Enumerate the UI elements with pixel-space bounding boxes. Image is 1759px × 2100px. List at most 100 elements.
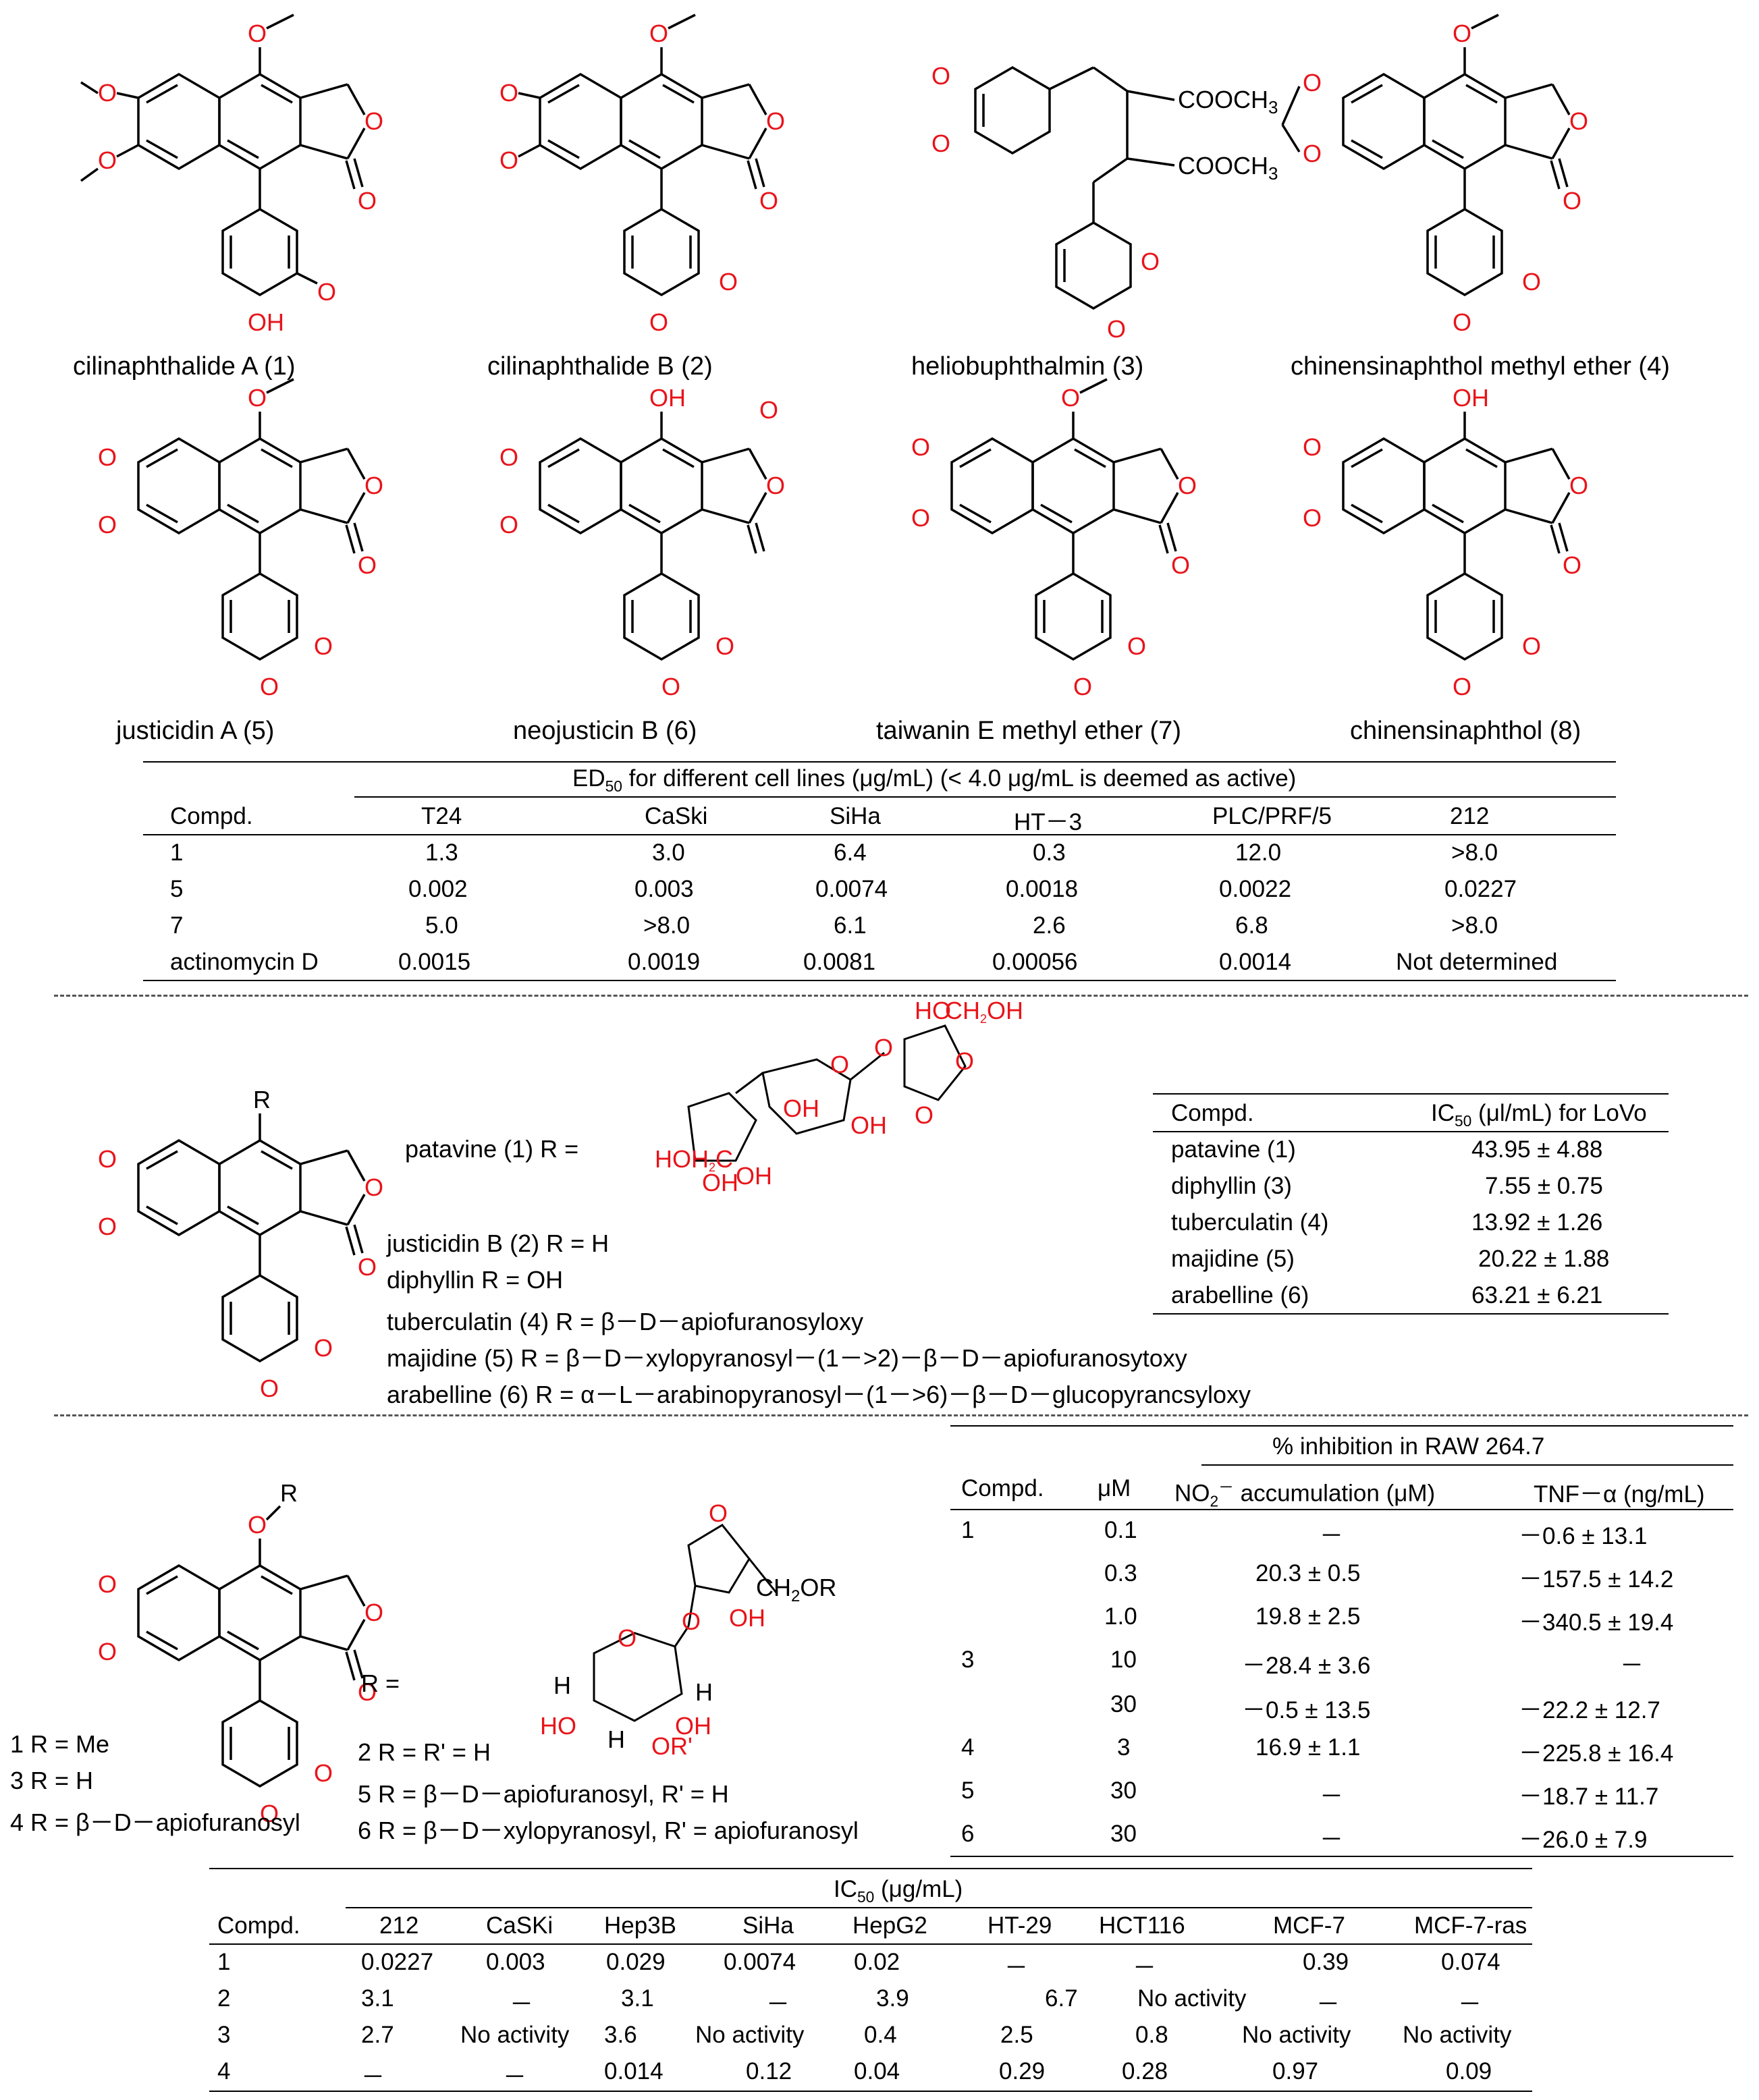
table-cell: 0.3 (1104, 1560, 1137, 1586)
svg-text:O: O (1178, 472, 1197, 499)
table-cell: 5 (961, 1777, 975, 1804)
svg-text:O: O (661, 673, 680, 700)
table-cell: 3 (1117, 1734, 1131, 1761)
table-cell: －18.7 ± 11.7 (1519, 1784, 1659, 1810)
table-cell: 0.029 (606, 1949, 666, 1975)
table-cell: － (361, 2064, 385, 2091)
table-cell: 1 (170, 839, 184, 866)
table-cell: 0.003 (486, 1949, 545, 1975)
definition-4: 4 R = β－D－apiofuranosyl (10, 1808, 300, 1836)
table-cell: － (1620, 1653, 1644, 1679)
svg-text:O: O (915, 1101, 933, 1129)
table-header: CaSki (645, 803, 708, 829)
table-cell: 0.002 (408, 876, 468, 902)
table-cell: 0.0018 (1006, 876, 1079, 902)
table-cell: 0.3 (1033, 839, 1066, 866)
svg-text:O: O (314, 1759, 333, 1787)
svg-text:O: O (1303, 504, 1322, 532)
table-cell: 4 (217, 2058, 231, 2084)
table-header: MCF-7-ras (1414, 1912, 1527, 1939)
table-cell: 6 (961, 1821, 975, 1847)
svg-text:O: O (260, 1800, 279, 1827)
svg-text:OH: OH (850, 1111, 887, 1139)
ed50-span-header: ED50 for different cell lines (μg/mL) (<… (572, 765, 1297, 795)
table-cell: 30 (1110, 1821, 1137, 1847)
svg-text:O: O (766, 472, 785, 499)
table-cell: － (1316, 1991, 1341, 2018)
svg-text:OH: OH (729, 1604, 765, 1632)
svg-text:O: O (364, 1173, 383, 1201)
svg-text:O: O (1569, 472, 1588, 499)
svg-text:O: O (98, 1638, 117, 1665)
table-header: CaSKi (486, 1912, 553, 1939)
svg-text:O: O (1453, 308, 1471, 336)
table-cell: 20.3 ± 0.5 (1255, 1560, 1361, 1586)
table-cell: No activity (1137, 1985, 1247, 2012)
svg-text:O: O (931, 130, 950, 157)
definition-5: 5 R = β－D－apiofuranosyl, R' = H (358, 1780, 729, 1808)
svg-text:O: O (358, 551, 377, 579)
svg-text:O: O (682, 1607, 701, 1635)
svg-text:O: O (1061, 384, 1080, 412)
table-cell: patavine (1) (1171, 1136, 1296, 1163)
table-cell: 2.5 (1000, 2022, 1033, 2048)
svg-text:O: O (1073, 673, 1092, 700)
table-cell: 1 (217, 1949, 231, 1975)
table-cell: 6.1 (834, 912, 867, 939)
table-cell: 3.1 (621, 1985, 654, 2012)
table-cell: 0.04 (854, 2058, 900, 2084)
table-cell: arabelline (6) (1171, 1282, 1309, 1308)
table-cell: 20.22 ± 1.88 (1478, 1246, 1610, 1272)
table-cell: 0.0022 (1219, 876, 1292, 902)
table-header: SiHa (742, 1912, 794, 1939)
svg-text:HO: HO (540, 1712, 576, 1740)
table-cell: 0.09 (1446, 2058, 1492, 2084)
svg-text:O: O (98, 79, 117, 107)
svg-text:O: O (931, 62, 950, 90)
svg-text:O: O (911, 433, 930, 461)
table-cell: 0.0015 (398, 949, 471, 975)
table-cell: 12.0 (1235, 839, 1282, 866)
svg-text:O: O (1141, 248, 1160, 275)
table-cell: 30 (1110, 1691, 1137, 1717)
table-cell: 3.1 (361, 1985, 394, 2012)
table-cell: 0.4 (864, 2022, 897, 2048)
svg-text:O: O (98, 511, 117, 538)
svg-text:R: R (253, 1086, 271, 1113)
table-cell: 16.9 ± 1.1 (1255, 1734, 1361, 1761)
table-cell: majidine (5) (1171, 1246, 1295, 1272)
table-cell: －28.4 ± 3.6 (1242, 1653, 1371, 1679)
table-cell: 1.3 (425, 839, 458, 866)
table-cell: 19.8 ± 2.5 (1255, 1603, 1361, 1630)
caption-compound-4: chinensinaphthol methyl ether (4) (1291, 352, 1670, 381)
table-cell: 3.9 (876, 1985, 909, 2012)
table-cell: －0.5 ± 13.5 (1242, 1697, 1371, 1723)
table-cell: 0.074 (1441, 1949, 1500, 1975)
table-header: HCT116 (1099, 1912, 1185, 1939)
table-cell: 2 (217, 1985, 231, 2012)
svg-text:OH: OH (702, 1169, 738, 1196)
table-header-compd: Compd. (217, 1912, 300, 1939)
svg-text:O: O (830, 1051, 849, 1078)
table-header-compd: Compd. (170, 803, 253, 829)
svg-text:O: O (1569, 107, 1588, 135)
svg-text:O: O (1522, 268, 1541, 296)
svg-text:CH2OH: CH2OH (945, 999, 1023, 1026)
svg-text:O: O (364, 472, 383, 499)
table-cell: 0.0019 (628, 949, 701, 975)
svg-text:O: O (358, 1678, 377, 1706)
table-cell: 30 (1110, 1777, 1137, 1804)
r-equals-label: R = (361, 1669, 400, 1697)
table-cell: diphyllin (3) (1171, 1173, 1292, 1199)
table-cell: 0.00056 (992, 949, 1078, 975)
ester-label: COOCH3 (1178, 86, 1278, 117)
caption-compound-6: neojusticin B (6) (513, 717, 697, 745)
definition-6: 6 R = β－D－xylopyranosyl, R' = apiofurano… (358, 1817, 859, 1844)
svg-text:O: O (314, 632, 333, 660)
svg-text:O: O (98, 1213, 117, 1240)
table-header: PLC/PRF/5 (1212, 803, 1332, 829)
table-cell: 63.21 ± 6.21 (1471, 1282, 1603, 1308)
table-cell: －26.0 ± 7.9 (1519, 1827, 1648, 1853)
table-cell: 3 (961, 1647, 975, 1673)
table-cell: 0.0074 (724, 1949, 796, 1975)
